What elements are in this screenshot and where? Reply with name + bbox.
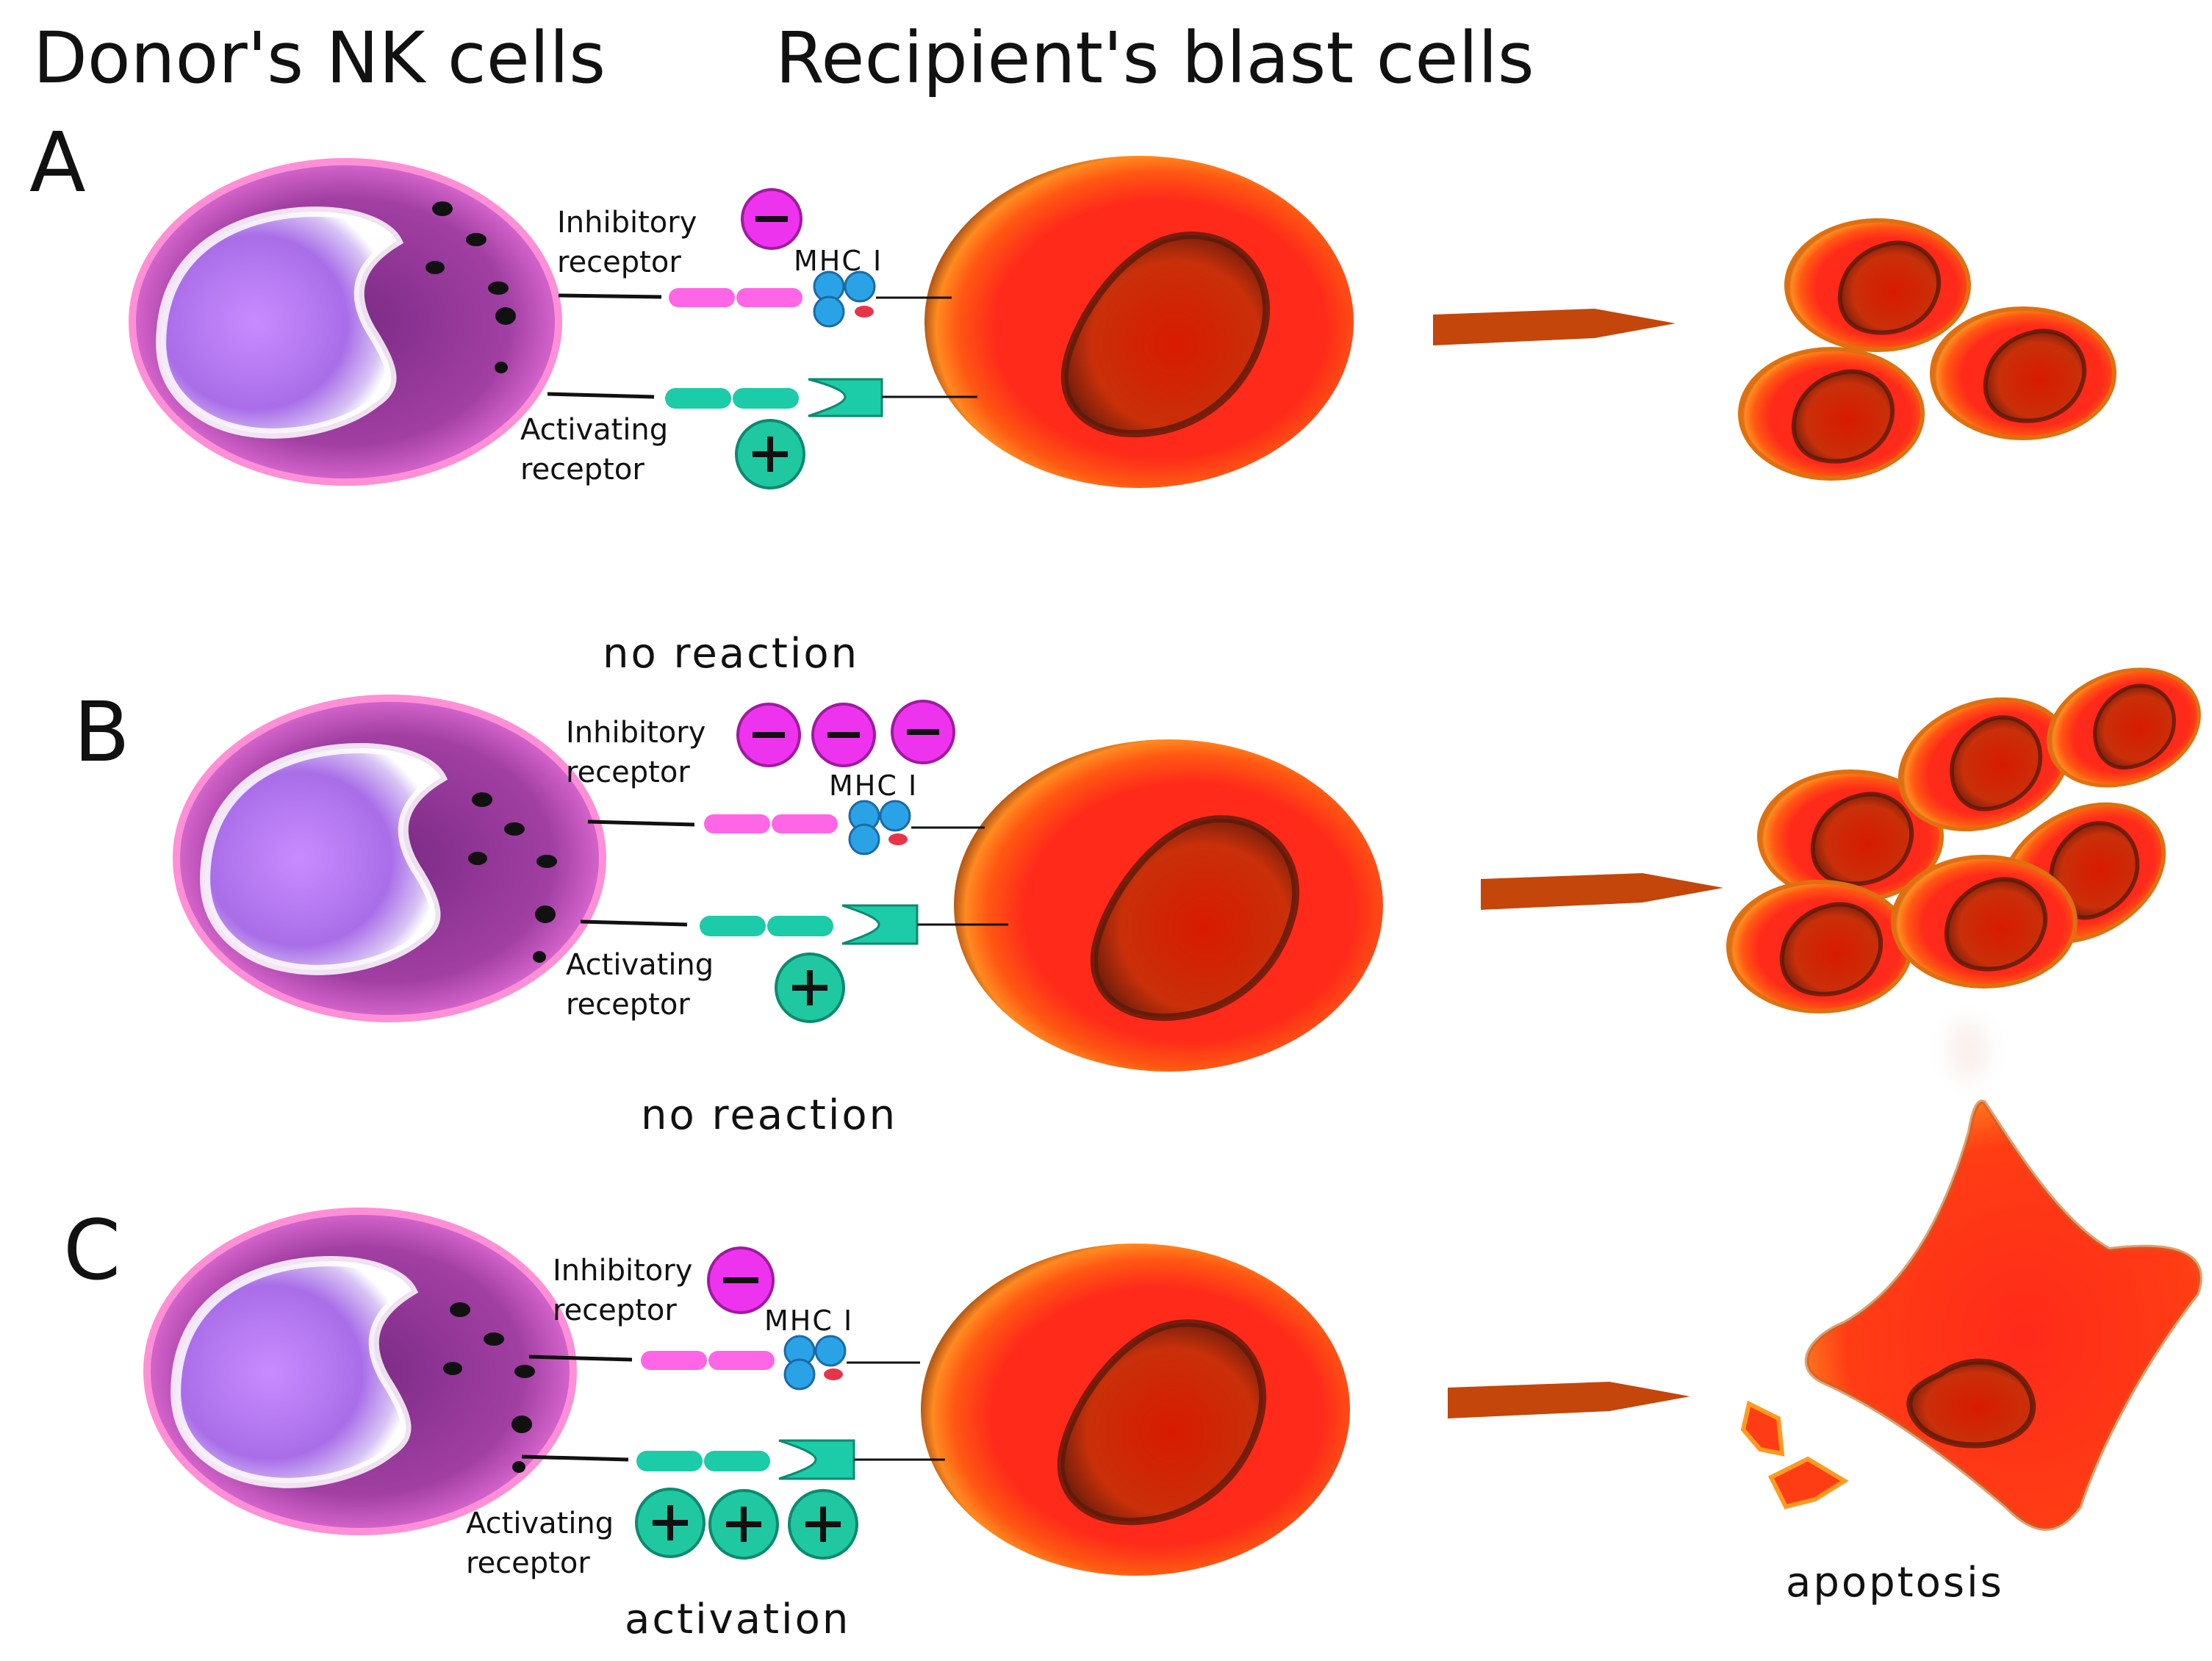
blast-cell-b: [954, 739, 1383, 1072]
panel-a-letter: A: [29, 115, 86, 211]
arrow-a: [1433, 309, 1676, 345]
arrow-b: [1481, 873, 1723, 910]
blast-cell-c: [921, 1244, 1350, 1576]
panel-b-letter: B: [73, 685, 130, 781]
mhc-label-a: MHC I: [794, 245, 883, 277]
activating-label-b-2: receptor: [566, 988, 690, 1022]
inhibitory-label-c-2: receptor: [553, 1294, 677, 1327]
outcome-b-cells: [1728, 650, 2212, 1011]
arrow-c: [1448, 1382, 1690, 1418]
activating-receptor-c: [636, 1451, 703, 1471]
plus-bubbles-c: [635, 1488, 858, 1560]
panel-c-letter: C: [63, 1203, 121, 1299]
blast-cell-a: [924, 156, 1354, 488]
inhibitory-label-b-2: receptor: [566, 756, 690, 789]
caption-c: activation: [625, 1596, 850, 1643]
activating-label-b-1: Activating: [566, 948, 714, 982]
donor-title: Donor's NK cells: [33, 17, 606, 99]
panel-a: A Inhibitory receptor MHC I: [29, 115, 2114, 678]
caption-b: no reaction: [641, 1091, 897, 1139]
panel-c: C Inhibitory receptor MHC I A: [63, 1022, 2202, 1643]
activating-label-c-2: receptor: [466, 1546, 590, 1580]
apoptotic-cell: [1804, 1022, 2202, 1531]
minus-bubbles-b: [736, 700, 955, 767]
mhc-label-c: MHC I: [764, 1305, 853, 1337]
nk-cell-c: [147, 1211, 573, 1532]
panel-b: B Inhibitory receptor MHC I: [73, 650, 2212, 1139]
activating-label-a-1: Activating: [520, 413, 668, 447]
inhibitory-label-a-1: Inhibitory: [557, 206, 697, 240]
mhc-label-b: MHC I: [829, 769, 918, 802]
caption-a: no reaction: [603, 630, 859, 678]
outcome-a-cells: [1740, 220, 2114, 478]
inhibitory-receptor-a: [669, 288, 735, 307]
activating-label-a-2: receptor: [520, 453, 644, 487]
inhibitory-label-a-2: receptor: [557, 245, 681, 279]
inhibitory-receptor-b: [704, 814, 770, 833]
inhibitory-label-c-1: Inhibitory: [553, 1254, 692, 1288]
recipient-title: Recipient's blast cells: [775, 17, 1534, 99]
activating-receptor-a: [665, 388, 731, 409]
nk-cell-a: [132, 162, 559, 482]
apoptotic-fragments: [1740, 1400, 1849, 1510]
inhibitory-label-b-1: Inhibitory: [566, 716, 705, 750]
activating-receptor-b: [700, 916, 766, 936]
outcome-c-label: apoptosis: [1786, 1559, 2004, 1607]
activating-label-c-1: Activating: [466, 1507, 614, 1540]
inhibitory-receptor-c: [641, 1351, 707, 1370]
nk-cell-b: [176, 698, 603, 1019]
